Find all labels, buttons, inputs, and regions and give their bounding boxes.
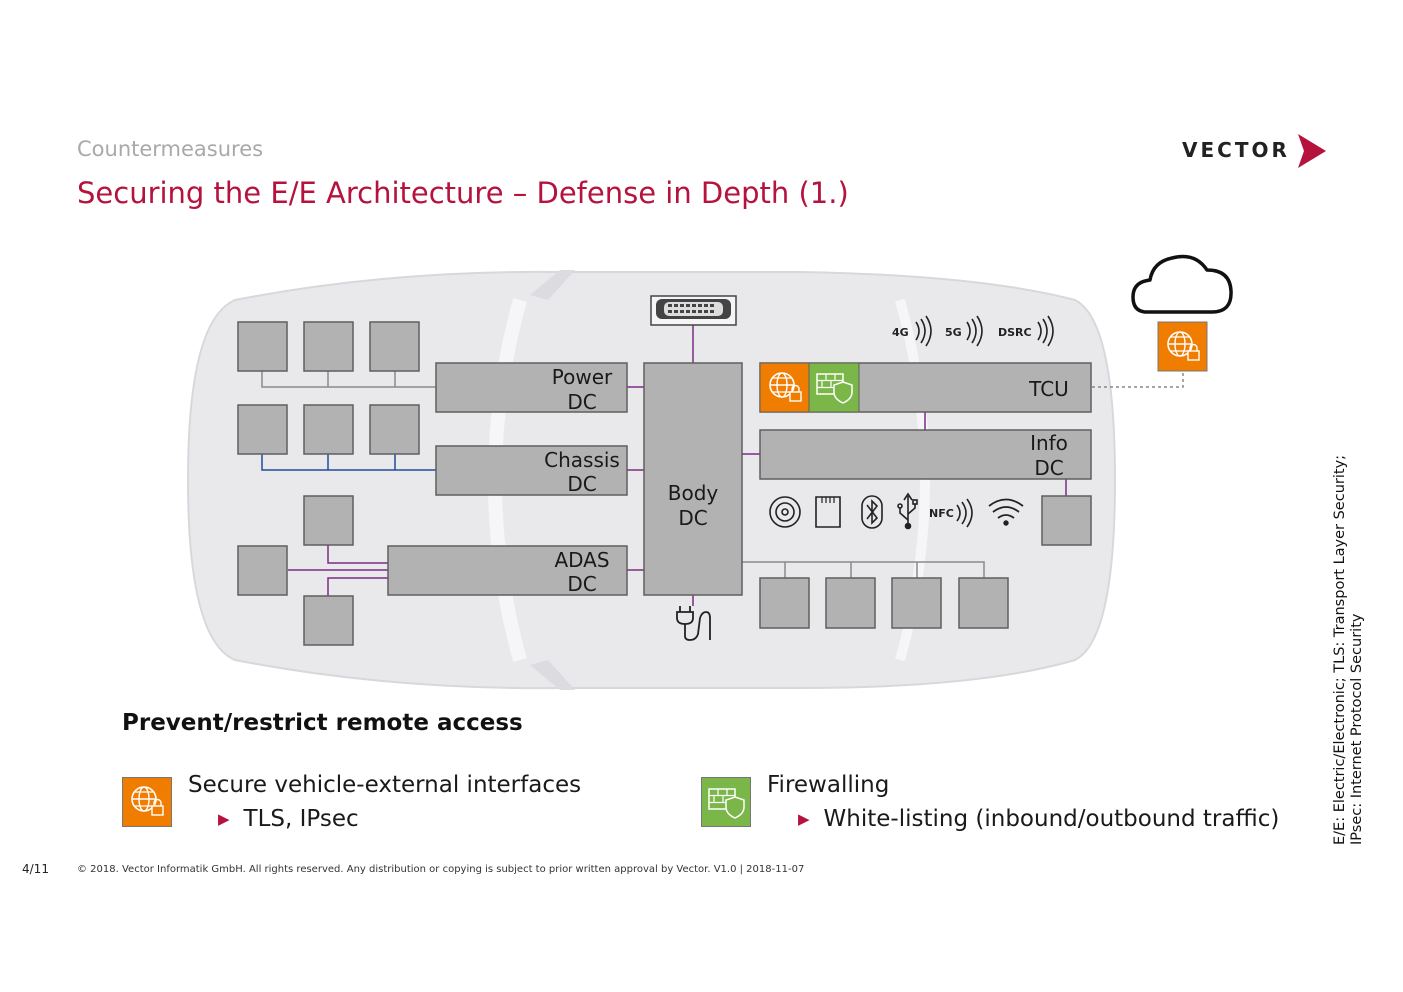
section-subtitle: Countermeasures: [77, 137, 264, 161]
charging-plug-icon: [676, 606, 711, 641]
chassis-dc-label-1: Chassis: [544, 448, 620, 472]
ecu-box: [891, 577, 942, 629]
legend-firewalling-detail-text: White-listing (inbound/outbound traffic): [823, 806, 1280, 832]
copyright-notice: © 2018. Vector Informatik GmbH. All righ…: [77, 864, 805, 875]
logo-chevron-icon: [1298, 134, 1326, 168]
wireless-5g-icon: 5G: [945, 315, 983, 347]
legend-secure-interfaces-title: Secure vehicle-external interfaces: [188, 772, 582, 798]
legend-icon-firewalling: [701, 777, 751, 831]
obd-connector-icon: [650, 295, 737, 326]
info-dc-box: [759, 429, 1092, 480]
wireless-5g-label: 5G: [945, 326, 962, 339]
legend-secure-interfaces-detail: ▶ TLS, IPsec: [218, 806, 359, 832]
tcu-firewall-icon: [808, 362, 860, 413]
bullet-icon: ▶: [798, 810, 810, 828]
logo-text: VECTOR: [1182, 138, 1290, 162]
body-dc-label-2: DC: [678, 506, 707, 530]
firewall-shield-icon: [701, 777, 751, 827]
legend-firewalling-detail: ▶ White-listing (inbound/outbound traffic…: [798, 806, 1279, 832]
nfc-label: NFC: [929, 507, 954, 520]
cd-disc-icon: [769, 496, 801, 528]
legend-firewalling-title: Firewalling: [767, 772, 890, 798]
ecu-box: [303, 321, 354, 372]
section-heading: Prevent/restrict remote access: [122, 710, 523, 736]
chassis-dc-box: [435, 445, 628, 496]
cloud-secure-interface-icon: [1157, 321, 1208, 372]
wireless-4g-icon: 4G: [892, 315, 932, 347]
sd-card-icon: [815, 496, 841, 528]
ecu-box: [237, 321, 288, 372]
power-dc-label-1: Power: [552, 365, 613, 389]
ecu-box: [369, 321, 420, 372]
adas-dc-label-2: DC: [567, 572, 596, 596]
vector-logo: VECTOR: [1182, 130, 1332, 172]
tcu-label: TCU: [1028, 377, 1069, 401]
ecu-box: [303, 495, 354, 546]
ecu-box: [958, 577, 1009, 629]
ecu-box: [1041, 495, 1092, 546]
power-dc-box: [435, 362, 628, 413]
body-dc-box: [643, 362, 743, 596]
ecu-box: [303, 595, 354, 646]
cloud-icon: [1131, 254, 1233, 314]
chassis-dc-label-2: DC: [567, 472, 596, 496]
ecu-box: [759, 577, 810, 629]
legend-secure-interfaces-detail-text: TLS, IPsec: [243, 806, 359, 832]
wireless-dsrc-label: DSRC: [998, 326, 1032, 339]
adas-dc-label-1: ADAS: [554, 548, 609, 572]
ecu-group-bottom: [759, 577, 1009, 629]
abbreviation-note: E/E: Electric/Electronic; TLS: Transport…: [1332, 425, 1366, 845]
ecu-box: [369, 404, 420, 455]
usb-icon: [897, 492, 918, 530]
adas-dc-box: [387, 545, 628, 596]
ecu-group-left: [237, 321, 420, 646]
body-dc-label-1: Body: [668, 481, 719, 505]
legend-icon-secure-interfaces: [122, 777, 172, 831]
bluetooth-icon: [861, 495, 883, 529]
ecu-box: [825, 577, 876, 629]
page-number: 4/11: [22, 862, 49, 876]
wifi-icon: [988, 498, 1024, 526]
info-dc-label-2: DC: [1034, 456, 1063, 480]
ecu-box: [237, 404, 288, 455]
info-dc-label-1: Info: [1030, 431, 1068, 455]
ecu-box: [303, 404, 354, 455]
globe-lock-icon: [122, 777, 172, 827]
tcu-secure-interface-icon: [759, 362, 810, 413]
abbreviation-note-line-2: IPsec: Internet Protocol Security: [1349, 613, 1365, 845]
wireless-dsrc-icon: DSRC: [998, 315, 1054, 347]
bus-lines: [261, 325, 1184, 620]
ecu-box: [237, 545, 288, 596]
slide-title: Securing the E/E Architecture – Defense …: [77, 176, 849, 210]
nfc-icon: NFC: [929, 498, 973, 528]
power-dc-label-2: DC: [567, 390, 596, 414]
bullet-icon: ▶: [218, 810, 230, 828]
wireless-4g-label: 4G: [892, 326, 909, 339]
abbreviation-note-line-1: E/E: Electric/Electronic; TLS: Transport…: [1332, 454, 1348, 845]
